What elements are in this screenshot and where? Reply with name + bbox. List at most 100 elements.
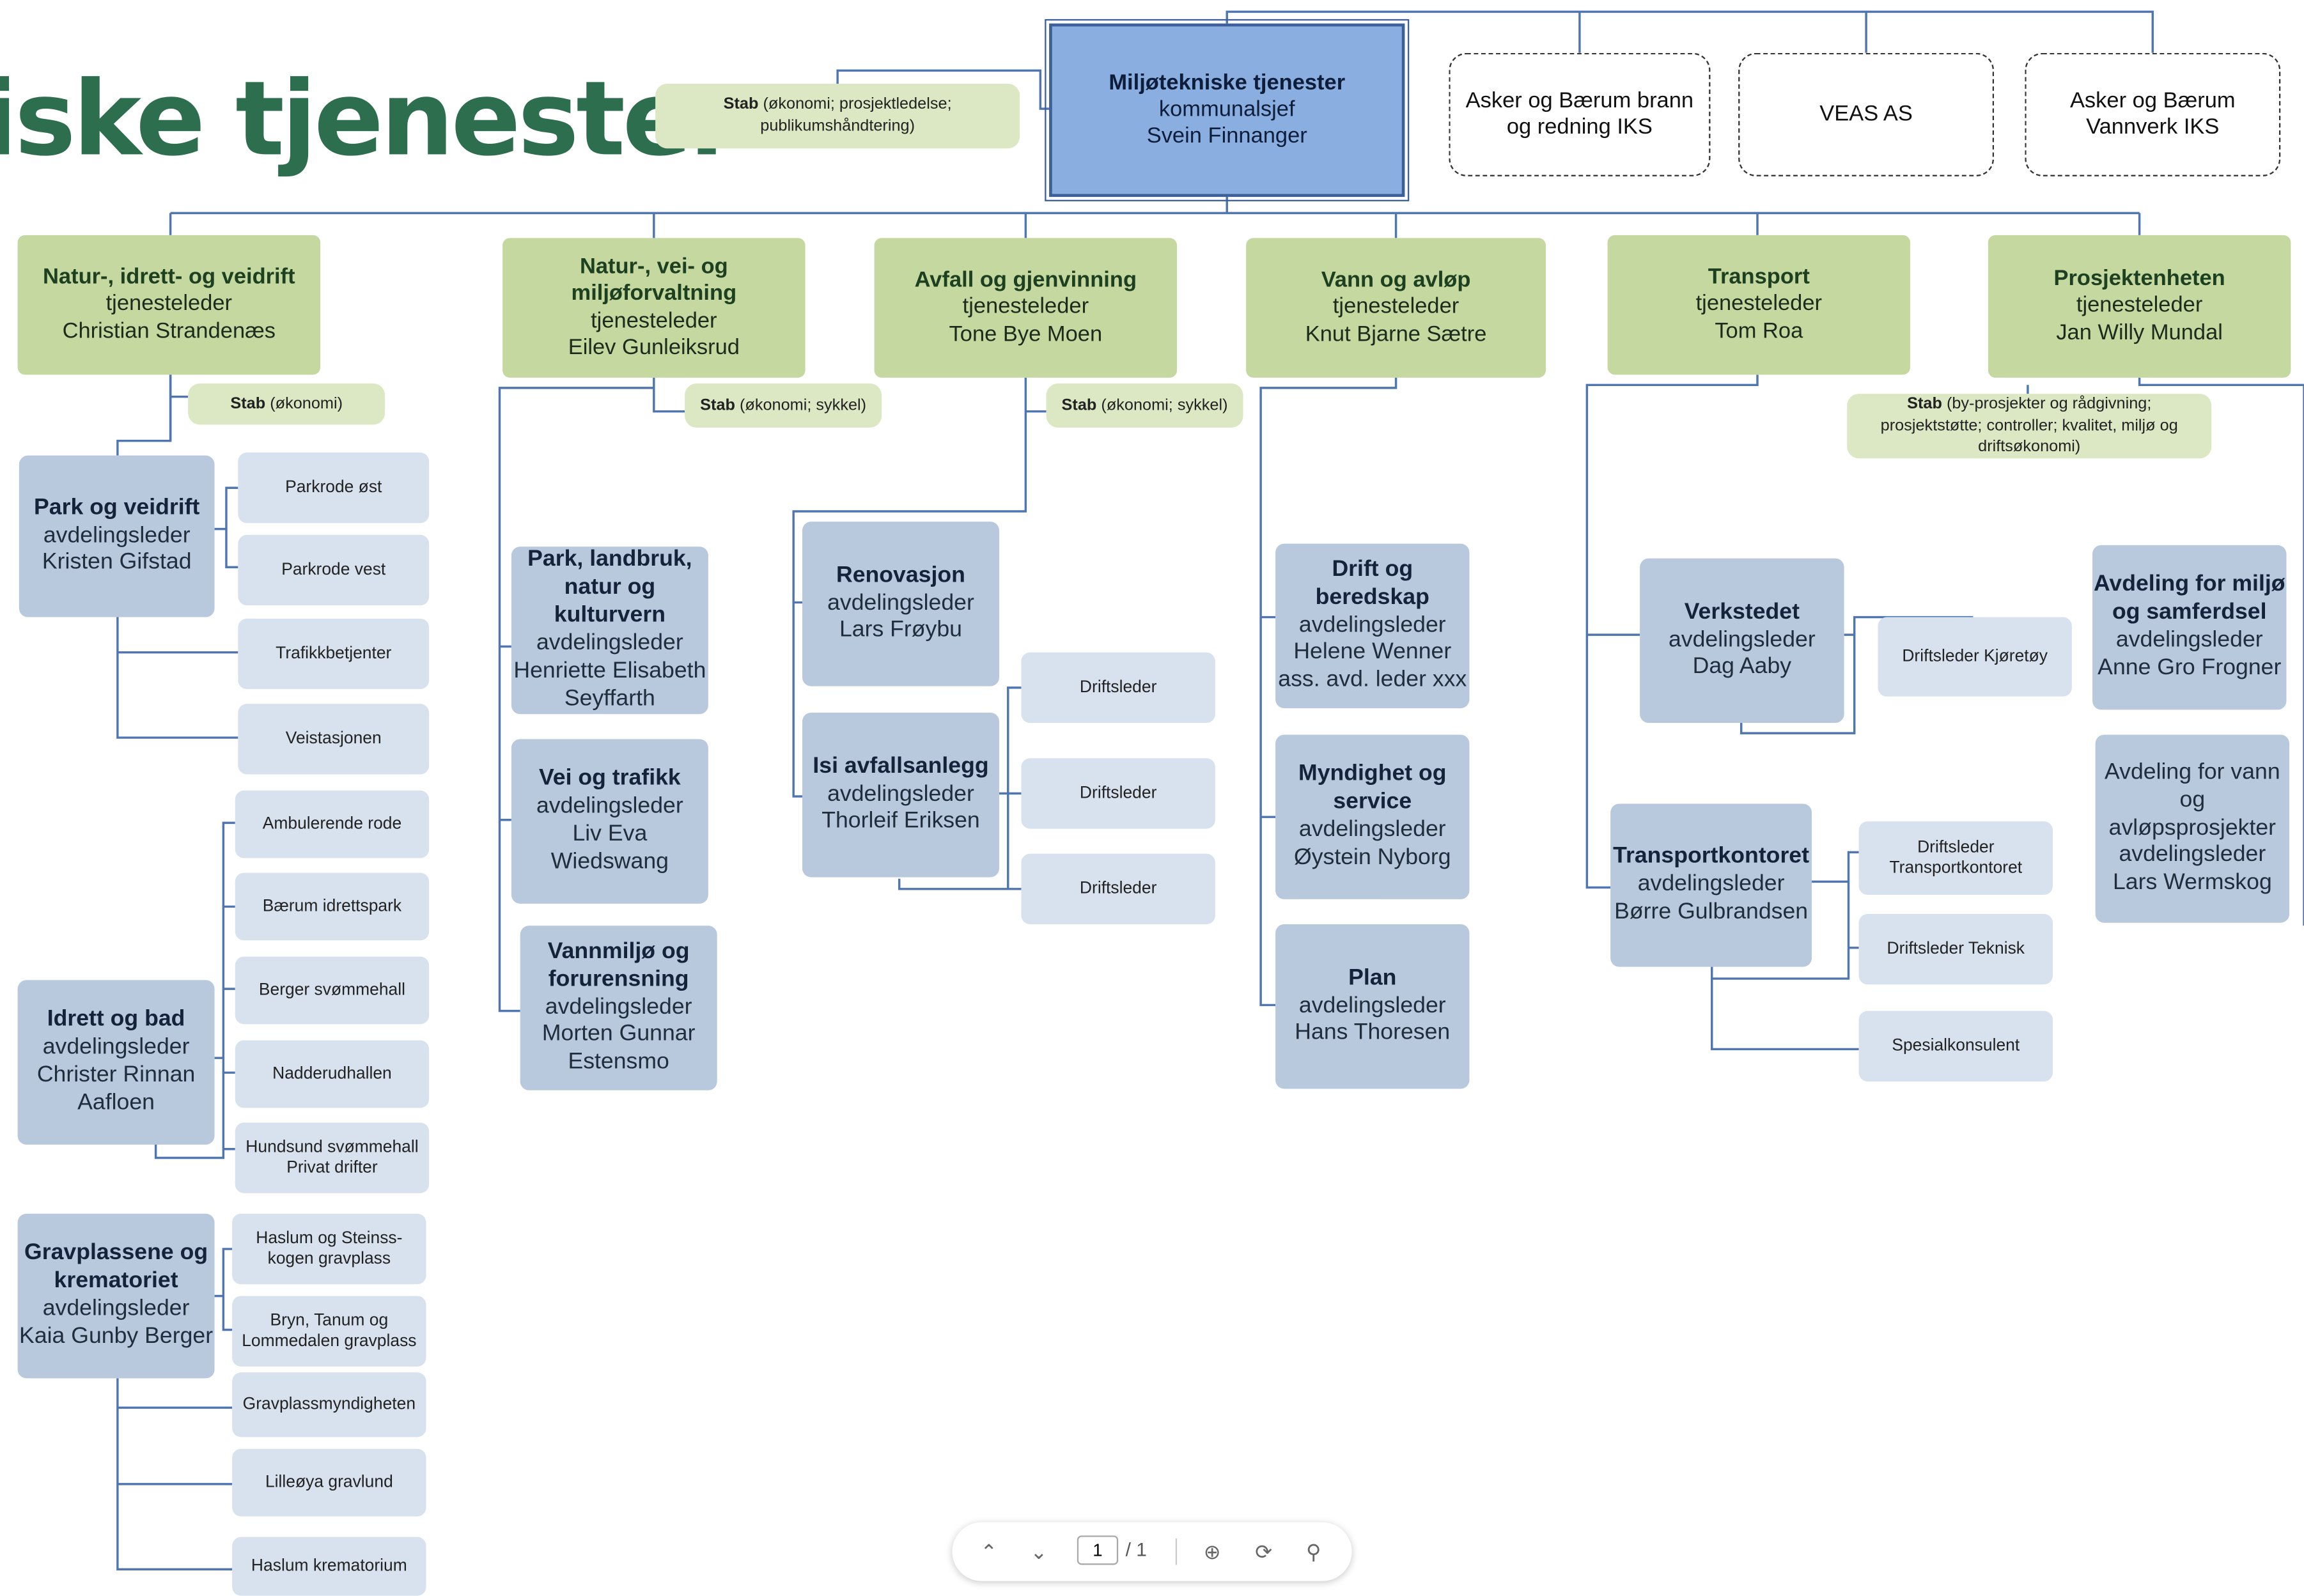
- dept-box: Myndighet og service avdelingsleder Øyst…: [1275, 734, 1470, 899]
- unit-person: Tom Roa: [1715, 318, 1803, 344]
- leaf-box: Ambulerende rode: [235, 790, 430, 858]
- chevron-down-icon[interactable]: ⌄: [1030, 1540, 1048, 1564]
- dept-box: Park, landbruk, natur og kulturvern avde…: [511, 546, 708, 715]
- stab-text: (økonomi): [270, 394, 343, 413]
- unit-name: Vann og avløp: [1321, 267, 1471, 293]
- unit-box: Vann og avløp tjenesteleder Knut Bjarne …: [1246, 238, 1546, 378]
- external-box: Asker og Bærum brann og redning IKS: [1449, 52, 1711, 176]
- dept-box: Plan avdelingsleder Hans Thoresen: [1275, 924, 1470, 1089]
- dept-name: Park og veidrift: [34, 494, 200, 520]
- leaf-box: Driftsleder: [1021, 652, 1215, 724]
- unit-box: Natur-, idrett- og veidrift tjenestelede…: [17, 235, 321, 375]
- unit-box: Prosjektenheten tjenesteleder Jan Willy …: [1988, 235, 2291, 378]
- dept-name: Isi avfallsanlegg: [813, 753, 989, 779]
- dept-name-plain: Avdeling for vann og avløpsprosjekter: [2105, 759, 2280, 840]
- leaf-box: Driftsleder Teknisk: [1858, 913, 2053, 985]
- leaf-box: Bærum idrettspark: [235, 872, 430, 941]
- dept-role: avdelingsleder: [545, 994, 692, 1019]
- leaf-box: Driftsleder Kjøretøy: [1878, 617, 2072, 697]
- leaf-box: Berger svømmehall: [235, 956, 430, 1025]
- dept-name: Gravplassene og krematoriet: [24, 1240, 208, 1294]
- leaf-text: Transportkontoret: [1889, 859, 2023, 878]
- unit-role: tjenesteleder: [105, 291, 233, 317]
- dept-person: Thorleif Eriksen: [821, 809, 980, 834]
- dept-role: avdelingsleder: [1668, 626, 1816, 652]
- dept-name: Verkstedet: [1684, 599, 1800, 624]
- unit-name: Transport: [1708, 264, 1810, 290]
- leaf-box: Nadderudhallen: [235, 1040, 430, 1108]
- top-stab-label: Stab: [723, 95, 759, 114]
- dept-role: avdelingsleder: [2115, 627, 2263, 653]
- leaf-box: Haslum krematorium: [232, 1537, 426, 1596]
- dept-person: Morten Gunnar Estensmo: [541, 1021, 696, 1075]
- search-icon[interactable]: ⚲: [1306, 1540, 1321, 1564]
- stab-box: Stab (økonomi; sykkel): [1046, 384, 1243, 428]
- dept-person: Christer Rinnan Aafloen: [36, 1062, 196, 1115]
- dept-box: Avdeling for vann og avløpsprosjekter av…: [2095, 734, 2290, 923]
- unit-person: Tone Bye Moen: [949, 321, 1103, 346]
- stab-text: (by-prosjekter og rådgivning;: [1946, 394, 2152, 413]
- dept-name: Transportkontoret: [1613, 843, 1809, 869]
- top-stab-box: Stab (økonomi; prosjektledelse; publikum…: [655, 84, 1020, 149]
- stab-text: (økonomi; sykkel): [1101, 396, 1228, 414]
- unit-name: Avfall og gjenvinning: [914, 267, 1137, 293]
- unit-role: tjenesteleder: [1332, 294, 1459, 320]
- leaf-text: Privat drifter: [286, 1159, 378, 1177]
- dept-box: Avdeling for miljø og samferdsel avdelin…: [2092, 545, 2287, 710]
- stab-box: Stab (økonomi): [188, 384, 385, 425]
- unit-role: tjenesteleder: [2076, 293, 2203, 318]
- leaf-box: Parkrode vest: [238, 534, 430, 606]
- zoom-in-icon[interactable]: ⊕: [1203, 1540, 1221, 1564]
- leaf-box: Lilleøya gravlund: [232, 1448, 426, 1517]
- dept-role: avdelingsleder: [827, 590, 974, 616]
- unit-person: Knut Bjarne Sætre: [1305, 321, 1487, 346]
- dept-box: Drift og beredskap avdelingsleder Helene…: [1275, 543, 1470, 709]
- leaf-box: Haslum og Steinss- kogen gravplass: [232, 1213, 426, 1285]
- page-title: iske tjenester: [0, 58, 740, 180]
- leaf-box: Driftsleder: [1021, 758, 1215, 829]
- dept-person: Lars Wermskog: [2112, 870, 2272, 895]
- dept-role: avdelingsleder: [1298, 993, 1446, 1018]
- dept-name: Drift og beredskap: [1315, 556, 1429, 610]
- dept-person: Lars Frøybu: [839, 617, 963, 643]
- dept-name: Idrett og bad: [47, 1007, 185, 1032]
- leaf-box: Hundsund svømmehall Privat drifter: [235, 1122, 430, 1193]
- leaf-text: Lommedalen gravplass: [242, 1333, 417, 1351]
- unit-name: Natur-, idrett- og veidrift: [43, 264, 295, 290]
- page-number-input[interactable]: [1077, 1535, 1119, 1565]
- unit-box: Avfall og gjenvinning tjenesteleder Tone…: [874, 238, 1178, 378]
- chevron-up-icon[interactable]: ⌃: [980, 1540, 998, 1564]
- top-stab-text1: (økonomi; prosjektledelse;: [763, 95, 952, 114]
- dept-box: Verkstedet avdelingsleder Dag Aaby: [1640, 558, 1844, 724]
- unit-person: Eilev Gunleiksrud: [568, 334, 740, 360]
- dept-person: Børre Gulbrandsen: [1614, 899, 1809, 924]
- dept-name: Vannmiljø og forurensning: [547, 938, 690, 991]
- dept-box: Idrett og bad avdelingsleder Christer Ri…: [17, 980, 215, 1145]
- dept-box: Transportkontoret avdelingsleder Børre G…: [1610, 803, 1812, 967]
- dept-box: Vannmiljø og forurensning avdelingsleder…: [520, 926, 717, 1090]
- dept-person: Dag Aaby: [1692, 655, 1792, 680]
- leaf-text: Bryn, Tanum og: [270, 1312, 389, 1330]
- leaf-box: Bryn, Tanum og Lommedalen gravplass: [232, 1296, 426, 1367]
- dept-person: Liv Eva Wiedswang: [550, 821, 669, 874]
- dept-role: avdelingsleder: [2119, 842, 2266, 868]
- stab-label: Stab: [700, 396, 735, 414]
- external-box: Asker og Bærum Vannverk IKS: [2025, 52, 2281, 176]
- leaf-text: kogen gravplass: [267, 1250, 391, 1268]
- dept-box: Vei og trafikk avdelingsleder Liv Eva Wi…: [511, 739, 708, 904]
- stab-text: (økonomi; sykkel): [739, 396, 867, 414]
- dept-name: Vei og trafikk: [538, 766, 681, 791]
- unit-box: Transport tjenesteleder Tom Roa: [1607, 235, 1911, 375]
- dept-name: Myndighet og service: [1298, 761, 1447, 814]
- stab-label: Stab: [1061, 396, 1097, 414]
- dept-role: avdelingsleder: [1298, 612, 1446, 637]
- rotate-icon[interactable]: ⟳: [1255, 1540, 1273, 1564]
- dept-role: avdelingsleder: [43, 522, 191, 548]
- leaf-box: Veistasjonen: [238, 704, 430, 775]
- unit-person: Jan Willy Mundal: [2056, 320, 2223, 345]
- unit-role: tjenesteleder: [962, 294, 1089, 320]
- leaf-text: Haslum og Steinss-: [256, 1230, 403, 1248]
- dept-role: avdelingsleder: [536, 793, 683, 819]
- leaf-text: Hundsund svømmehall: [245, 1138, 419, 1157]
